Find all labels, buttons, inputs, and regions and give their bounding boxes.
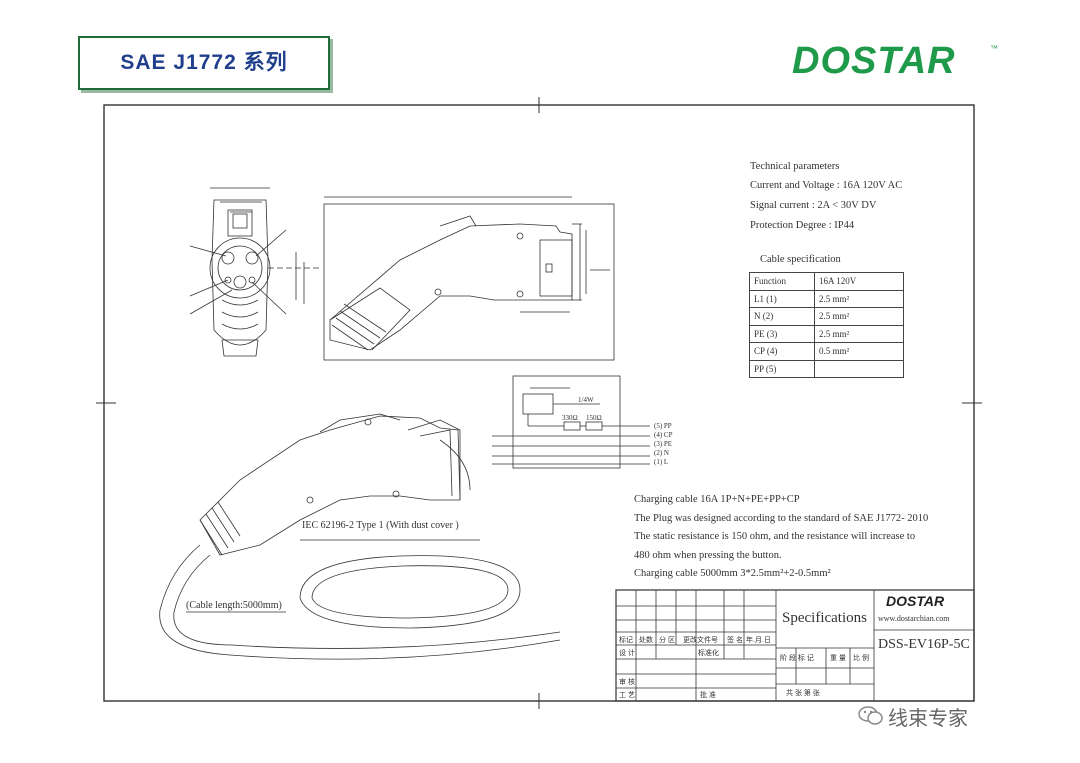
tb-weight: 重 量: [830, 655, 846, 662]
table-cell: 2.5 mm²: [814, 307, 904, 326]
tb-label-mark: 标记: [619, 637, 633, 644]
tech-line-signal: Signal current : 2A < 30V DV: [750, 200, 877, 211]
resistor-330: 330Ω: [562, 414, 578, 422]
plug-illustration: [159, 413, 561, 660]
table-cell: 0.5 mm²: [814, 342, 904, 361]
tb-scale: 比 例: [853, 655, 869, 662]
part-number: DSS-EV16P-5C: [878, 637, 970, 652]
table-cell: 16A 120V: [814, 272, 904, 291]
resistor-150: 150Ω: [586, 414, 602, 422]
tb-standardize: 标准化: [698, 650, 719, 657]
pin-pp: (5) PP: [654, 422, 672, 430]
tech-line-protection: Protection Degree : IP44: [750, 220, 855, 231]
tech-heading: Technical parameters: [750, 161, 840, 172]
pin-pe: (3) PE: [654, 440, 673, 448]
pin-cp: (4) CP: [654, 431, 673, 439]
tb-approve: 批 准: [700, 692, 716, 699]
note-line: 480 ohm when pressing the button.: [634, 549, 782, 561]
series-title-box: SAE J1772 系列: [78, 36, 330, 90]
table-row: PE (3)2.5 mm²: [749, 324, 904, 343]
trademark-mark: ™: [990, 44, 998, 53]
cable-length-label: (Cable length:5000mm): [186, 600, 282, 611]
standard-label: IEC 62196-2 Type 1 (With dust cover ): [302, 520, 459, 531]
note-line: The static resistance is 150 ohm, and th…: [634, 531, 916, 542]
table-row: PP (5): [749, 359, 904, 378]
pin-l: (1) L: [654, 458, 669, 466]
table-row: CP (4)0.5 mm²: [749, 342, 904, 361]
table-cell: N (2): [749, 307, 815, 326]
table-cell: [814, 359, 904, 378]
title-block-brand: DOSTAR: [886, 593, 945, 609]
note-line: Charging cable 5000mm 3*2.5mm²+2-0.5mm²: [634, 568, 831, 579]
table-cell: 2.5 mm²: [814, 324, 904, 343]
brand-logo: DOSTAR: [792, 40, 956, 82]
front-view: [189, 187, 320, 357]
side-view: [323, 196, 615, 361]
tb-label-sign: 签 名: [727, 637, 743, 644]
table-cell: PE (3): [749, 324, 815, 343]
tb-label-count: 处数: [639, 637, 653, 644]
tb-stage: 阶 段 标 记: [780, 655, 814, 662]
tb-label-doc: 更改文件号: [683, 637, 718, 644]
pin-n: (2) N: [654, 449, 669, 457]
watermark-text: 线束专家: [888, 706, 968, 730]
series-title: SAE J1772 系列: [120, 51, 288, 74]
table-row: Function 16A 120V: [749, 272, 904, 291]
wechat-icon: [858, 706, 883, 725]
tb-check: 审 核: [619, 679, 635, 686]
note-line: Charging cable 16A 1P+N+PE+PP+CP: [634, 494, 800, 505]
tb-label-zone: 分 区: [659, 637, 675, 644]
table-row: N (2)2.5 mm²: [749, 307, 904, 326]
cable-spec-table: Function 16A 120V L1 (1)2.5 mm² N (2)2.5…: [749, 272, 904, 378]
spec-title: Specifications: [782, 610, 867, 626]
table-cell: L1 (1): [749, 289, 815, 308]
cable-spec-heading: Cable specification: [760, 254, 841, 265]
tb-label-date: 年.月.日: [746, 637, 771, 644]
tb-sheets: 共 张 第 张: [786, 690, 820, 697]
table-cell: 2.5 mm²: [814, 289, 904, 308]
tech-line-current: Current and Voltage : 16A 120V AC: [750, 180, 903, 191]
table-cell: Function: [749, 272, 815, 291]
table-cell: PP (5): [749, 359, 815, 378]
table-row: L1 (1)2.5 mm²: [749, 289, 904, 308]
notes-block: Charging cable 16A 1P+N+PE+PP+CP The Plu…: [634, 491, 928, 584]
switch-rating: 1/4W: [578, 396, 594, 404]
circuit-diagram: [492, 375, 650, 469]
title-block-grid: [615, 589, 975, 702]
tb-design: 设 计: [619, 650, 635, 657]
table-cell: CP (4): [749, 342, 815, 361]
website: www.dostarchian.com: [878, 614, 950, 623]
tb-process: 工 艺: [619, 692, 635, 699]
note-line: The Plug was designed according to the s…: [634, 512, 929, 524]
